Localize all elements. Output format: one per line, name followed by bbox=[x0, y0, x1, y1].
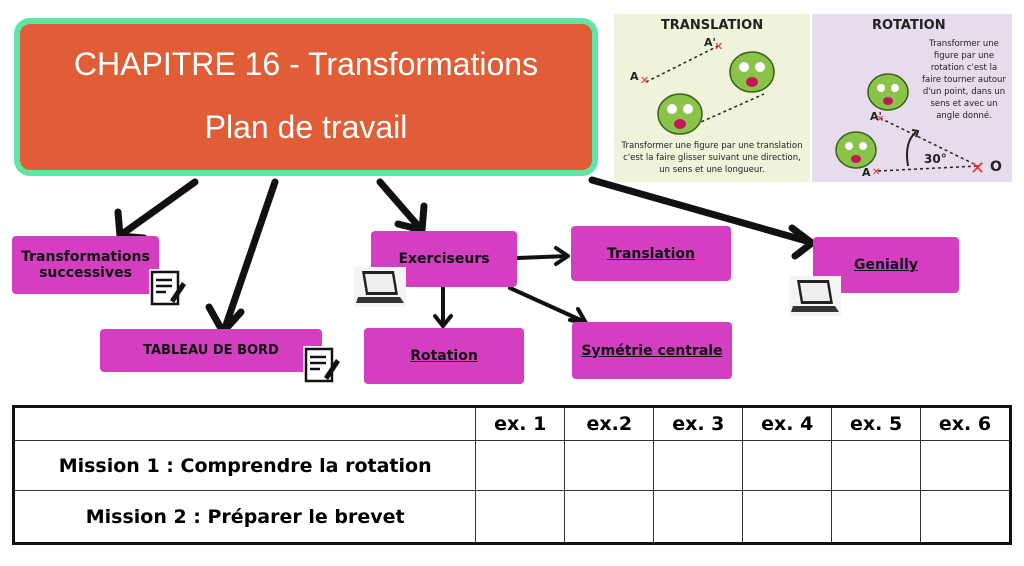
mission-1-ex3-cell[interactable] bbox=[653, 439, 744, 492]
arrowhead-genially bbox=[788, 224, 816, 260]
mission-1-label: Mission 1 : Comprendre la rotation bbox=[12, 439, 477, 492]
mission-1-ex5-cell[interactable] bbox=[831, 439, 922, 492]
header-ex1: ex. 1 bbox=[475, 406, 566, 441]
mission-2-ex4-cell[interactable] bbox=[742, 490, 833, 544]
translation-label: Translation bbox=[607, 245, 695, 262]
header-ex5: ex. 5 bbox=[831, 406, 922, 441]
symetrie-label: Symétrie centrale bbox=[581, 342, 723, 359]
notepad-icon-2 bbox=[303, 346, 341, 386]
svg-text:✕: ✕ bbox=[640, 74, 649, 87]
mission-1-ex6-cell[interactable] bbox=[920, 439, 1011, 492]
rotation-drawing: ✕ ✕ ✕ bbox=[835, 73, 985, 179]
transformations-successives-node[interactable]: Transformations successives bbox=[12, 236, 159, 294]
rotation-point-a-prime: A' bbox=[870, 110, 882, 123]
symetrie-centrale-link[interactable]: Symétrie centrale bbox=[572, 322, 732, 379]
translation-point-a: A bbox=[630, 70, 639, 83]
svg-text:✕: ✕ bbox=[876, 114, 884, 125]
laptop-icon-2 bbox=[789, 276, 841, 316]
rotation-link[interactable]: Rotation bbox=[364, 328, 524, 384]
arrow-to-exerciseurs bbox=[376, 178, 424, 232]
transformations-label: Transformations successives bbox=[21, 249, 150, 281]
mission-1-ex2-cell[interactable] bbox=[564, 439, 655, 492]
table-row: Mission 2 : Préparer le brevet bbox=[12, 490, 1011, 544]
arrowhead-exerciseurs bbox=[394, 202, 428, 234]
rotation-illustration: ROTATION ✕ ✕ ✕ A' A 30° O Transformer un… bbox=[812, 14, 1012, 182]
arrow-to-transformations bbox=[121, 178, 199, 236]
translation-description: Transformer une figure par une translati… bbox=[621, 141, 803, 175]
chapter-title: CHAPITRE 16 - Transformations bbox=[73, 46, 539, 82]
rotation-description: Transformer une figure par une rotation … bbox=[922, 39, 1006, 121]
mission-2-ex3-cell[interactable] bbox=[653, 490, 744, 544]
arrow-to-tableau bbox=[221, 178, 279, 332]
mission-2-ex5-cell[interactable] bbox=[831, 490, 922, 544]
header-ex3: ex. 3 bbox=[653, 406, 744, 441]
mission-2-label: Mission 2 : Préparer le brevet bbox=[12, 490, 477, 544]
translation-point-a-prime: A' bbox=[704, 36, 716, 49]
rotation-label: Rotation bbox=[410, 348, 478, 364]
translation-drawing: ✕ ✕ bbox=[640, 40, 775, 135]
header-ex6: ex. 6 bbox=[920, 406, 1011, 441]
arrow-to-translation bbox=[516, 254, 570, 260]
arrow-to-symetrie bbox=[508, 286, 587, 324]
svg-text:✕: ✕ bbox=[714, 40, 723, 53]
genially-label: Genially bbox=[854, 257, 918, 273]
table-row: Mission 1 : Comprendre la rotation bbox=[12, 439, 1011, 492]
genially-link[interactable]: Genially bbox=[813, 237, 959, 293]
translation-heading: TRANSLATION bbox=[660, 18, 764, 33]
translation-illustration: TRANSLATION ✕ ✕ A A' Transformer une fig… bbox=[614, 14, 810, 182]
arrowhead-rotation bbox=[433, 314, 453, 328]
svg-text:✕: ✕ bbox=[970, 158, 985, 179]
mission-2-ex6-cell[interactable] bbox=[920, 490, 1011, 544]
mission-2-ex1-cell[interactable] bbox=[475, 490, 566, 544]
mission-2-ex2-cell[interactable] bbox=[564, 490, 655, 544]
rotation-angle: 30° bbox=[924, 152, 947, 166]
header-empty bbox=[12, 406, 477, 441]
arrow-to-genially bbox=[588, 176, 814, 246]
svg-text:✕: ✕ bbox=[872, 167, 880, 178]
header-ex2: ex.2 bbox=[564, 406, 655, 441]
translation-link[interactable]: Translation bbox=[571, 226, 731, 281]
title-box: CHAPITRE 16 - Transformations Plan de tr… bbox=[14, 18, 598, 176]
rotation-center: O bbox=[990, 159, 1002, 175]
mission-1-ex4-cell[interactable] bbox=[742, 439, 833, 492]
notepad-icon bbox=[149, 269, 187, 309]
arrowhead-translation bbox=[554, 246, 570, 266]
tableau-de-bord-node[interactable]: TABLEAU DE BORD bbox=[100, 329, 322, 372]
rotation-heading: ROTATION bbox=[872, 18, 946, 33]
tableau-label: TABLEAU DE BORD bbox=[143, 343, 279, 358]
exerciseurs-label: Exerciseurs bbox=[398, 251, 490, 267]
rotation-point-a: A bbox=[862, 166, 871, 179]
header-ex4: ex. 4 bbox=[742, 406, 833, 441]
plan-title: Plan de travail bbox=[204, 109, 408, 145]
mission-tracking-table: ex. 1 ex.2 ex. 3 ex. 4 ex. 5 ex. 6 Missi… bbox=[12, 405, 1012, 545]
laptop-icon bbox=[354, 267, 406, 307]
table-header-row: ex. 1 ex.2 ex. 3 ex. 4 ex. 5 ex. 6 bbox=[12, 406, 1011, 441]
mission-1-ex1-cell[interactable] bbox=[475, 439, 566, 492]
